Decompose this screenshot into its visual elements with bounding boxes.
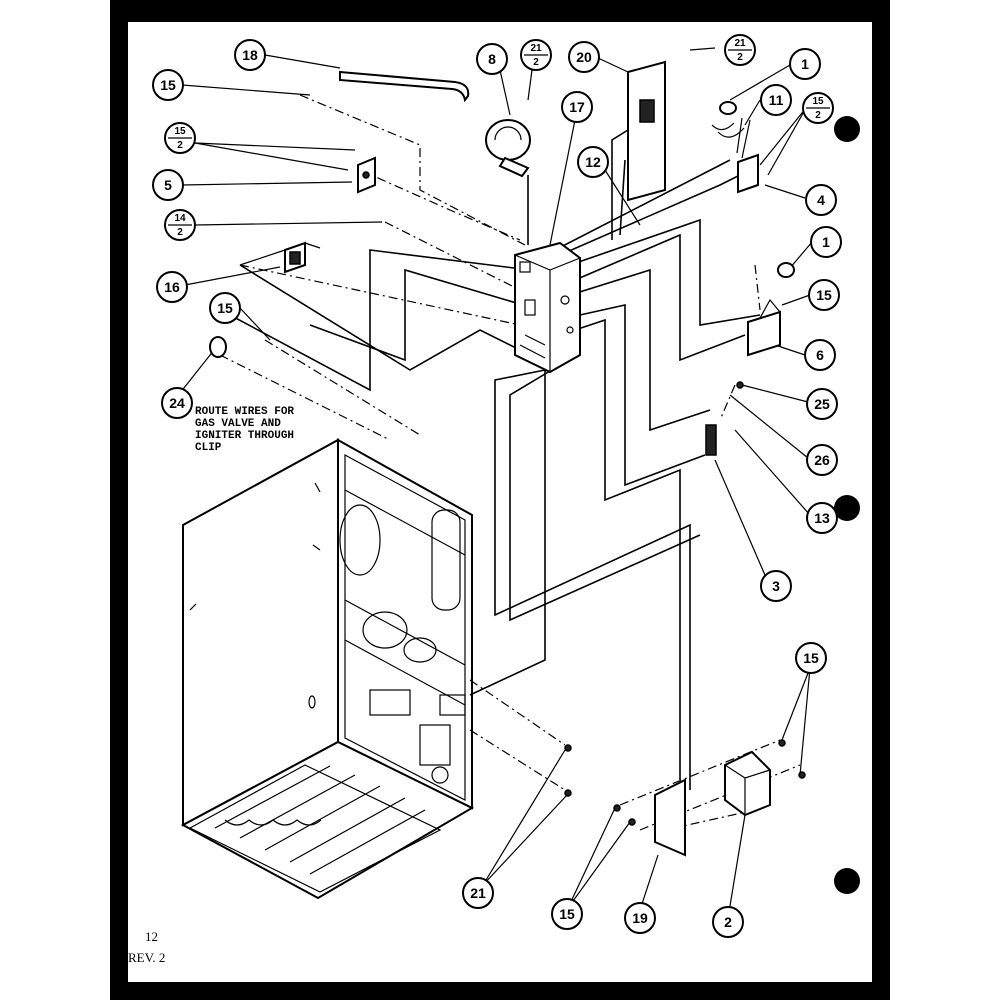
callout-2: 2: [712, 906, 744, 938]
callout-15-2-left: 152: [164, 122, 196, 154]
svg-text:5: 5: [164, 177, 172, 193]
svg-text:15: 15: [160, 77, 176, 93]
callout-11: 11: [760, 84, 792, 116]
note-line-1: ROUTE WIRES FOR: [195, 406, 294, 418]
svg-text:3: 3: [772, 578, 780, 594]
svg-text:21: 21: [734, 38, 746, 49]
components: [209, 60, 806, 857]
callout-13: 13: [806, 502, 838, 534]
svg-text:2: 2: [724, 914, 732, 930]
svg-text:4: 4: [817, 192, 825, 208]
callout-16: 16: [156, 271, 188, 303]
callout-19: 19: [624, 902, 656, 934]
svg-text:26: 26: [814, 452, 830, 468]
page-number: 12: [145, 929, 158, 944]
callout-12: 12: [577, 146, 609, 178]
svg-text:16: 16: [164, 279, 180, 295]
svg-text:17: 17: [569, 99, 585, 115]
svg-text:15: 15: [559, 906, 575, 922]
callout-15-2-right: 152: [802, 92, 834, 124]
callout-18: 18: [234, 39, 266, 71]
callout-3: 3: [760, 570, 792, 602]
callout-15-d: 15: [209, 292, 241, 324]
callout-26: 26: [806, 444, 838, 476]
svg-text:15: 15: [217, 300, 233, 316]
svg-text:2: 2: [737, 52, 743, 63]
wire-harness: [179, 47, 813, 919]
svg-text:2: 2: [177, 227, 183, 238]
svg-text:15: 15: [174, 126, 186, 137]
callout-20: 20: [568, 41, 600, 73]
svg-text:6: 6: [816, 347, 824, 363]
svg-text:20: 20: [576, 49, 592, 65]
callout-17: 17: [561, 91, 593, 123]
callout-21-bottom: 21: [462, 877, 494, 909]
registration-marks: [834, 116, 860, 894]
svg-text:12: 12: [585, 154, 601, 170]
callout-25: 25: [806, 388, 838, 420]
note-line-2: GAS VALVE AND: [195, 418, 281, 430]
callout-1-mid: 1: [810, 226, 842, 258]
svg-text:25: 25: [814, 396, 830, 412]
note-line-3: IGNITER THROUGH: [195, 430, 294, 442]
furnace-cabinet: [180, 438, 475, 900]
callout-1-top: 1: [789, 48, 821, 80]
callout-15-g: 15: [551, 898, 583, 930]
svg-text:15: 15: [812, 96, 824, 107]
svg-text:1: 1: [801, 56, 809, 72]
svg-text:21: 21: [470, 885, 486, 901]
callout-15-e: 15: [808, 279, 840, 311]
svg-text:21: 21: [530, 43, 542, 54]
callout-5: 5: [152, 169, 184, 201]
callout-14-2: 142: [164, 209, 196, 241]
revision-label: REV. 2: [128, 950, 165, 965]
svg-text:24: 24: [169, 395, 185, 411]
callouts: 18 8 212 20 212 1 15 17 11 152 152 12 5 …: [152, 34, 842, 938]
svg-text:8: 8: [488, 51, 496, 67]
callout-24: 24: [161, 387, 193, 419]
svg-text:2: 2: [177, 140, 183, 151]
note-line-4: CLIP: [195, 442, 222, 454]
svg-text:2: 2: [533, 57, 539, 68]
svg-text:1: 1: [822, 234, 830, 250]
callout-21-2-right: 212: [724, 34, 756, 66]
callout-15-a: 15: [152, 69, 184, 101]
callout-21-2-top: 212: [520, 39, 552, 71]
callout-4: 4: [805, 184, 837, 216]
callout-8: 8: [476, 43, 508, 75]
svg-text:15: 15: [803, 650, 819, 666]
svg-text:13: 13: [814, 510, 830, 526]
callout-15-f: 15: [795, 642, 827, 674]
callout-6: 6: [804, 339, 836, 371]
svg-text:11: 11: [769, 92, 784, 108]
svg-text:15: 15: [816, 287, 832, 303]
routing-note: ROUTE WIRES FOR GAS VALVE AND IGNITER TH…: [195, 406, 294, 454]
svg-text:14: 14: [174, 213, 186, 224]
svg-text:19: 19: [632, 910, 648, 926]
svg-text:18: 18: [242, 47, 258, 63]
svg-text:2: 2: [815, 110, 821, 121]
